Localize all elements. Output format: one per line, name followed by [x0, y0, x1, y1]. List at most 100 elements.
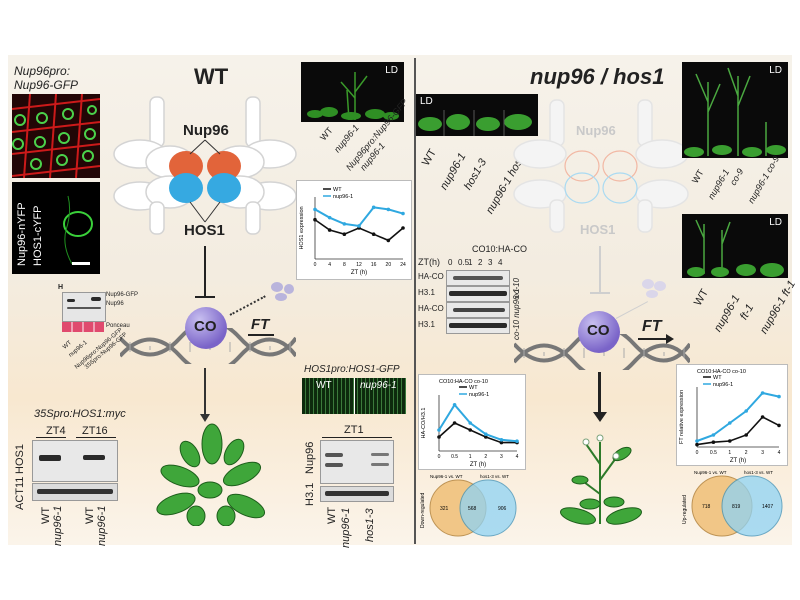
- chart-x-tick-label: 3: [761, 450, 764, 456]
- chart-x-label: ZT (h): [470, 462, 486, 468]
- mutant-degradation-icon: [642, 279, 666, 298]
- blot-small-label-3: Ponceau: [106, 323, 130, 329]
- bifc-micrograph: Nup96-nYFP HOS1-cYFP: [12, 182, 100, 274]
- gfp-micrograph: [12, 94, 100, 178]
- chart-data-point: [437, 428, 441, 432]
- nup96-right-subunit: [207, 151, 241, 181]
- wt-co-label: CO: [194, 318, 217, 335]
- mutant-ld-photo-1: LD: [416, 94, 538, 136]
- nup96-left-subunit: [169, 151, 203, 181]
- chart-data-point: [357, 224, 361, 228]
- hos1gfp-panel-1: WT: [316, 380, 332, 391]
- chart-x-tick-label: 24: [400, 262, 406, 268]
- chart-x-tick-label: 4: [778, 450, 781, 456]
- wt-title: WT: [194, 64, 229, 89]
- chart-data-point: [386, 207, 391, 212]
- nup96-blot-bottom: [320, 486, 394, 502]
- chart-data-point: [711, 440, 716, 444]
- wt-dna-helix: [120, 328, 296, 364]
- chart-data-point: [744, 433, 748, 437]
- nup96-blot-lane-2: nup96-1: [340, 507, 352, 548]
- hos1myc-blot-bottom: [32, 483, 118, 501]
- hos1myc-row-1: HOS1: [14, 444, 26, 474]
- chart-data-point: [327, 215, 332, 220]
- wt-nup96-label: Nup96: [183, 122, 229, 139]
- venn-up: Up-regulated Nup96-1 vs. WT hos1-3 vs. W…: [682, 470, 783, 537]
- h31-blot-2: [446, 318, 510, 334]
- haco-row-2: H3.1: [418, 288, 435, 297]
- mutant-ld2-badge: LD: [769, 65, 782, 76]
- nup96-blot-row-2: H3.1: [304, 482, 316, 506]
- venn-down: Down-regulated Nup96-1 vs. WT hos1-3 vs.…: [420, 474, 517, 537]
- ponceau-stain: [62, 322, 104, 332]
- gfp-inset-caption-2: Nup96-GFP: [14, 78, 79, 92]
- chart-data-point: [401, 226, 405, 230]
- wt-ft-arrow: [248, 334, 274, 336]
- venn-up-a: 718: [702, 504, 711, 510]
- hos1gfp-micrograph: WT nup96-1: [302, 378, 406, 414]
- chart-data-point: [401, 211, 405, 216]
- hos1myc-zt-line-2: [76, 437, 116, 438]
- chart-data-point: [777, 423, 781, 428]
- chart-data-point: [371, 232, 376, 236]
- chart-x-tick-label: 8: [343, 262, 346, 268]
- chart-data-point: [484, 435, 488, 439]
- wt-ld-photo: LD: [301, 62, 404, 122]
- haco-blot-1: [446, 270, 510, 286]
- wt-flowering-arrow: [204, 368, 206, 416]
- mutant-ld3-badge: LD: [769, 217, 782, 228]
- chart-data-point: [437, 435, 441, 439]
- chart-x-tick-label: 0.5: [451, 454, 458, 460]
- haco-zt-tick: 2: [478, 258, 483, 267]
- chart-x-tick-label: 0: [696, 450, 699, 456]
- venn-down-b: 906: [498, 506, 507, 512]
- wt-flowering-arrowhead: [200, 414, 210, 422]
- chart-title: CO10:HA-CO co-10: [697, 369, 746, 375]
- haco-blot-2: [446, 302, 510, 318]
- gfp-inset-caption-1: Nup96pro:: [14, 64, 71, 78]
- blot-small-label-2: Nup96: [106, 301, 124, 307]
- inhibition-bar: [195, 296, 215, 298]
- haco-zt-tick: 1: [468, 258, 473, 267]
- hos1myc-lane-3: WT: [84, 506, 96, 524]
- hos1myc-lane-4: nup96-1: [96, 505, 108, 546]
- chart-data-point: [342, 222, 347, 226]
- mutant-flowering-arrow: [598, 372, 601, 414]
- chart-data-point: [711, 433, 716, 437]
- chart-data-point: [313, 217, 317, 222]
- venn-up-left-label: Nup96-1 vs. WT: [694, 470, 727, 475]
- chart-data-point: [468, 421, 472, 425]
- venn-down-ab: 568: [468, 506, 477, 512]
- mutant-flowering-arrowhead: [593, 412, 607, 422]
- chart-data-point: [744, 409, 748, 413]
- hos1myc-zt-1: ZT4: [46, 425, 66, 437]
- chart-x-tick-label: 0.5: [710, 450, 717, 456]
- nup96-blot-lane-1: WT: [326, 506, 338, 524]
- mutant-nuclear-pore-diagram: [513, 99, 689, 233]
- chart-data-point: [777, 394, 781, 399]
- wt-ft-label: FT: [251, 316, 270, 333]
- mutant-hos1-label: HOS1: [580, 222, 616, 237]
- chart-series-line: [438, 403, 518, 443]
- chart-x-tick-label: 2: [745, 450, 748, 456]
- h31-blot-1: [446, 286, 510, 302]
- wt-ld-badge: LD: [385, 65, 398, 76]
- mutant-ld1-badge: LD: [420, 96, 433, 107]
- bifc-label-2: HOS1-cYFP: [32, 205, 44, 266]
- bifc-label-1: Nup96-nYFP: [16, 202, 28, 266]
- chart-y-label: FT relative expression: [679, 390, 685, 444]
- hos1-left-subunit: [169, 173, 203, 203]
- chart-x-tick-label: 1: [728, 450, 731, 456]
- venn-up-b: 1407: [762, 504, 773, 510]
- mutant-co-sphere: [578, 311, 620, 353]
- blot-small-title: H: [58, 284, 64, 291]
- haco-zt-label: ZT(h): [418, 257, 440, 267]
- hos1myc-row-2: ACT11: [14, 476, 26, 510]
- chart-x-tick-label: 20: [386, 262, 392, 268]
- chart-y-label: HA-CO/H3.1: [421, 408, 427, 439]
- mutant-inhibition-arrow: [599, 246, 601, 292]
